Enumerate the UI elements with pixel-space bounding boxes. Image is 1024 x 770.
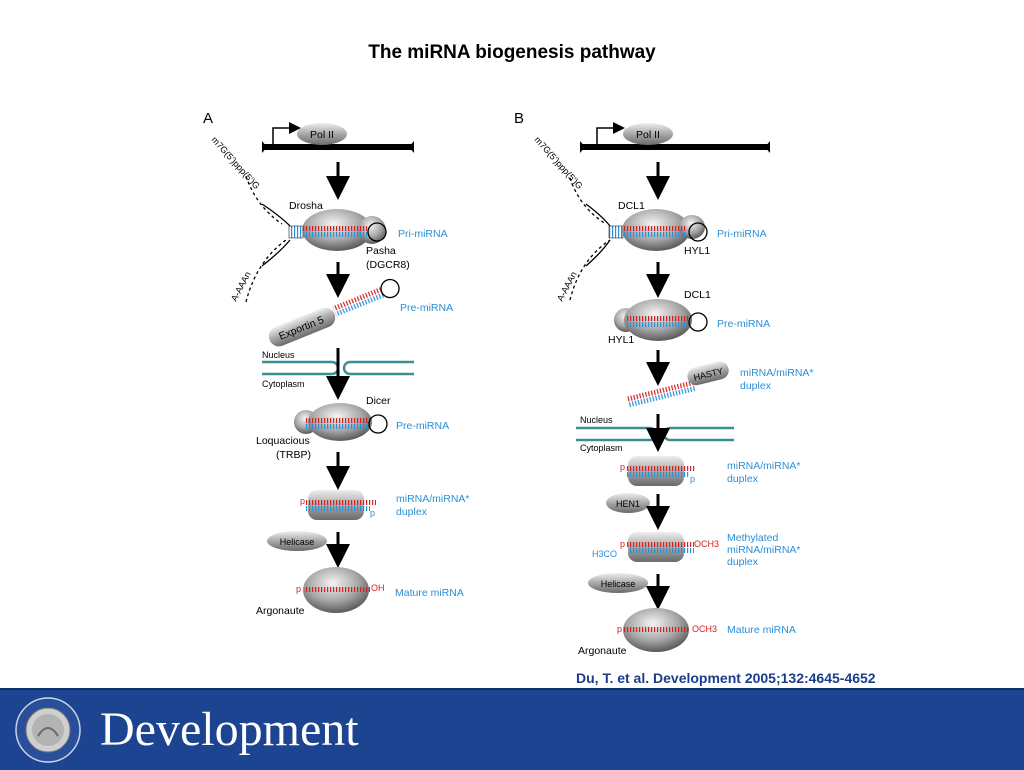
pre-mirna-label-a2: Pre-miRNA (396, 420, 449, 432)
pol-ii-b: Pol II (623, 123, 673, 145)
meth-label-3: duplex (727, 556, 759, 568)
meth-label-1: Methylated (727, 532, 779, 544)
dicer-label: Dicer (366, 395, 391, 407)
p-label-a2: p (370, 508, 375, 518)
nucleus-label-a: Nucleus (262, 350, 295, 360)
dup2-label-a: miRNA/miRNA* (727, 460, 801, 472)
dup1-label-a: miRNA/miRNA* (740, 367, 814, 379)
p-label-a3: p (296, 584, 301, 594)
pri-transcript-a (245, 175, 287, 303)
h3co-label: H3CO (592, 549, 617, 559)
drosha-label: Drosha (289, 200, 323, 212)
pol-ii-a: Pol II (297, 123, 347, 145)
dna-a (262, 122, 414, 153)
p-label-b1: p (620, 462, 625, 472)
citation[interactable]: Du, T. et al. Development 2005;132:4645-… (576, 670, 876, 686)
helicase-a (267, 531, 327, 551)
pre-mirna-label-a1: Pre-miRNA (400, 302, 453, 314)
p-label-b4: p (617, 624, 622, 634)
hyl1-label-b: HYL1 (608, 334, 634, 346)
panel-a: A Pol II m7G(5')ppp(5')G A-AAAn Drosha P… (203, 110, 470, 617)
pasha-label: Pasha (366, 245, 396, 257)
hen1-label: HEN1 (616, 499, 640, 509)
och3-label-b1: OCH3 (694, 539, 719, 549)
p-label-b2: p (690, 474, 695, 484)
cytoplasm-label-a: Cytoplasm (262, 379, 305, 389)
trbp-label: (TRBP) (276, 449, 311, 461)
argonaute-label-a: Argonaute (256, 605, 305, 617)
p-label-b3: p (620, 539, 625, 549)
polya-label-a: A-AAAn (229, 270, 253, 303)
helicase-b (588, 573, 648, 593)
meth-label-2: miRNA/miRNA* (727, 544, 801, 556)
duplex-label-a1: miRNA/miRNA* (396, 493, 470, 505)
journal-brand: Development (100, 703, 359, 756)
cap-label-a: m7G(5')ppp(5')G (210, 135, 262, 191)
pol-ii-label-a: Pol II (310, 129, 334, 141)
panel-a-letter: A (203, 110, 213, 127)
page-title: The miRNA biogenesis pathway (368, 42, 656, 63)
cap-label-b: m7G(5')ppp(5')G (533, 135, 585, 191)
loquacious-label: Loquacious (256, 435, 310, 447)
pri-transcript-b (569, 177, 611, 301)
dup1-label-b: duplex (740, 380, 772, 392)
nucleus-label-b: Nucleus (580, 415, 613, 425)
nuclear-membrane-b (576, 426, 734, 442)
dup2-label-b: duplex (727, 473, 759, 485)
hasty: HASTY (687, 361, 729, 386)
och3-label-b2: OCH3 (692, 624, 717, 634)
helicase-label-b: Helicase (601, 579, 636, 589)
mature-label-a: Mature miRNA (395, 587, 464, 599)
argonaute-label-b: Argonaute (578, 645, 627, 657)
company-of-biologists-seal (15, 697, 81, 763)
pri-mirna-label-b: Pri-miRNA (717, 228, 767, 240)
dcl1-label-b: DCL1 (684, 289, 711, 301)
hyl1-label-a: HYL1 (684, 245, 710, 257)
footer-banner: Development (0, 688, 1024, 770)
polya-label-b: A-AAAn (555, 270, 579, 303)
duplex-label-a2: duplex (396, 506, 428, 518)
cytoplasm-label-b: Cytoplasm (580, 443, 623, 453)
mirna-pathway-diagram: A Pol II m7G(5')ppp(5')G A-AAAn Drosha P… (203, 110, 814, 657)
pol-ii-label-b: Pol II (636, 129, 660, 141)
panel-b-letter: B (514, 110, 524, 127)
pre-mirna-label-b: Pre-miRNA (717, 318, 770, 330)
dgcr8-label: (DGCR8) (366, 259, 410, 271)
hen1 (606, 493, 650, 513)
oh-label-a: OH (371, 583, 385, 593)
panel-b: B Pol II m7G(5')ppp(5')G A-AAAn DCL1 Pri… (514, 110, 814, 657)
helicase-label-a: Helicase (280, 537, 315, 547)
exportin-5: Exportin 5 (268, 307, 336, 347)
p-label-a1: p (300, 496, 305, 506)
pri-mirna-label-a: Pri-miRNA (398, 228, 448, 240)
dna-b (580, 122, 770, 153)
mature-label-b: Mature miRNA (727, 624, 796, 636)
dcl1-label-a: DCL1 (618, 200, 645, 212)
